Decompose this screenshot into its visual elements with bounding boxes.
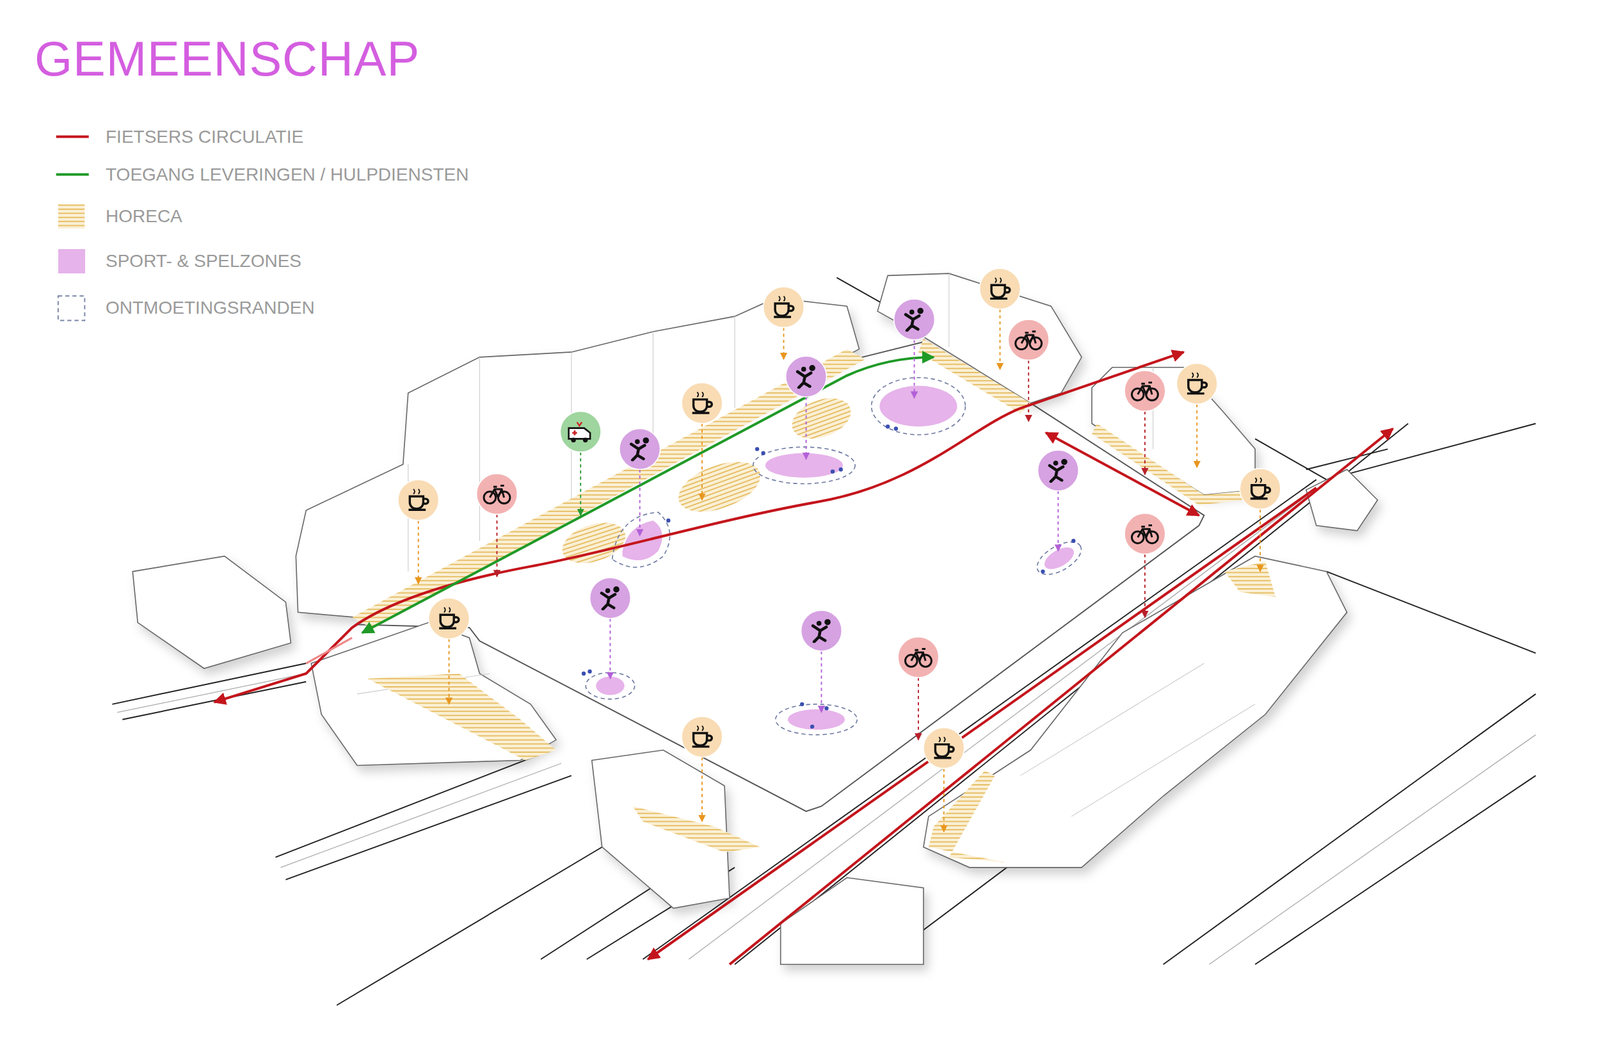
legend-label: FIETSERS CIRCULATIE (105, 126, 304, 148)
legend-label: SPORT- & SPELZONES (105, 250, 302, 272)
legend-label: HORECA (105, 206, 183, 227)
legend-label: TOEGANG LEVERINGEN / HULPDIENSTEN (105, 164, 469, 185)
diagram-title: GEMEENSCHAP (34, 30, 420, 87)
legend-swatch (58, 248, 86, 274)
legend-label: ONTMOETINGSRANDEN (105, 297, 315, 319)
